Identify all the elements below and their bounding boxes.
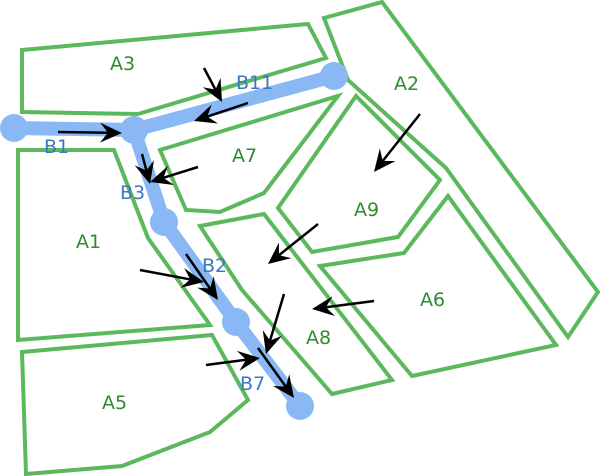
branch-label-B2: B2	[202, 255, 227, 277]
flow-arrow-a6-shaft	[325, 299, 375, 309]
area-label-A8: A8	[306, 327, 331, 349]
flow-arrow-a9	[268, 223, 319, 264]
flow-arrow-a6-head	[312, 296, 336, 317]
flow-arrow-b2-down-head	[197, 276, 218, 300]
flow-arrows	[57, 67, 421, 398]
area-A3-outline	[20, 21, 329, 117]
flow-arrow-a3-to-b11-shaft	[202, 67, 217, 91]
flow-arrow-a2	[374, 113, 421, 172]
flow-arrow-a9-shaft	[278, 223, 319, 257]
flow-arrow-a7-to-b3-shaft	[162, 165, 199, 180]
area-outlines	[16, 0, 600, 476]
flow-arrow-into-b1	[57, 122, 122, 143]
area-A5-outline	[19, 332, 251, 476]
flow-arrow-a2-shaft	[381, 113, 421, 162]
flow-arrow-b7-down-shaft	[256, 347, 287, 388]
area-label-A3: A3	[110, 53, 135, 75]
branch-node-outlet	[0, 114, 28, 142]
flow-arrow-into-b1-shaft	[57, 130, 109, 135]
area-A7-outline	[157, 92, 344, 215]
branch-node-junction	[120, 116, 148, 144]
flow-arrow-a5-to-b7	[205, 350, 260, 371]
flow-arrow-a3-to-b11	[202, 67, 222, 102]
flow-arrow-into-b3	[134, 153, 154, 184]
branch-B11-line	[127, 69, 341, 137]
flow-arrow-a7-to-b11-shaft	[206, 101, 249, 118]
flow-arrow-a7-to-b3-head	[150, 165, 174, 185]
flow-arrow-into-b3-shaft	[140, 153, 148, 171]
branch-label-B1: B1	[44, 136, 69, 158]
area-label-A7: A7	[232, 145, 257, 167]
branch-node-b2-end	[222, 308, 250, 336]
area-label-A2: A2	[394, 73, 419, 95]
flow-arrow-b2-down	[184, 253, 218, 300]
flow-arrow-a8-to-b7-shaft	[268, 293, 286, 341]
area-A8-outline	[196, 211, 396, 397]
flow-arrow-b7-down-head	[273, 374, 294, 398]
flow-arrow-into-b1-head	[99, 122, 122, 143]
branch-labels: B1 B11 B3 B2 B7	[44, 72, 273, 395]
area-label-A1: A1	[76, 231, 101, 253]
flow-arrow-a7-to-b11	[194, 101, 249, 124]
flow-arrow-a3-to-b11-head	[202, 77, 222, 102]
area-labels: A3 A2 A7 A9 A1 A6 A8 A5	[76, 53, 445, 414]
flow-arrow-a5-to-b7-shaft	[205, 358, 247, 367]
flow-arrow-a1-to-b2	[139, 268, 204, 288]
area-label-A6: A6	[420, 289, 445, 311]
flow-arrow-a1-to-b2-shaft	[139, 268, 191, 281]
branch-label-B11: B11	[236, 72, 273, 94]
branch-label-B7: B7	[240, 373, 265, 395]
flow-arrow-a8-to-b7	[262, 293, 286, 354]
area-label-A9: A9	[354, 199, 379, 221]
area-label-A5: A5	[102, 392, 127, 414]
flow-arrow-into-b3-head	[134, 160, 154, 184]
flow-arrow-a2-head	[374, 148, 396, 172]
flow-arrow-a7-to-b3	[150, 165, 199, 185]
flow-arrow-b7-down	[256, 347, 294, 398]
flow-arrow-a8-to-b7-head	[262, 330, 282, 354]
area-A9-outline	[275, 92, 443, 255]
flow-arrow-a6	[312, 296, 375, 317]
branch-node-b7-end	[286, 392, 314, 420]
branch-node-b3-end	[150, 208, 178, 236]
area-A1-outline	[16, 148, 214, 343]
area-A2-outline	[321, 0, 600, 341]
branch-label-B3: B3	[120, 182, 145, 204]
flow-arrow-a1-to-b2-head	[180, 268, 204, 288]
flow-arrow-b2-down-shaft	[184, 253, 212, 290]
flow-arrow-a7-to-b11-head	[194, 104, 219, 124]
flow-arrow-a9-head	[268, 242, 292, 264]
area-A6-outline	[316, 192, 560, 379]
branch-B1-line	[7, 121, 141, 137]
branch-node-b11-end	[320, 62, 348, 90]
flow-arrow-a5-to-b7-head	[236, 350, 260, 371]
